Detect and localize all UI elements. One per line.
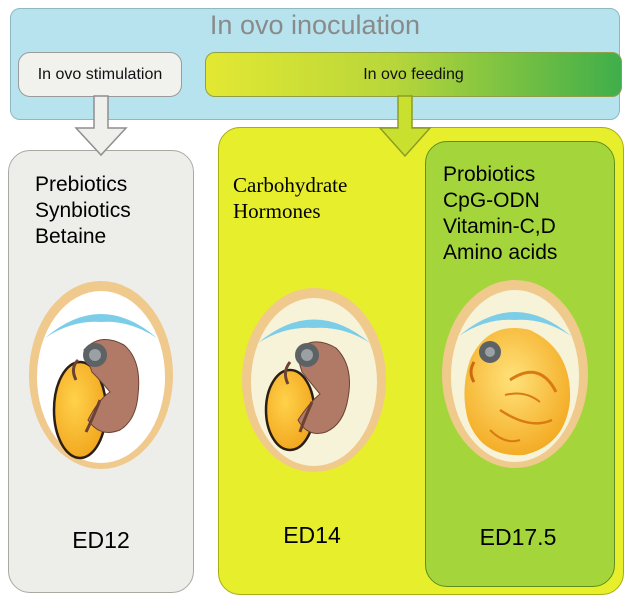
egg-ed17-5-illustration [442, 280, 588, 468]
ed14-item: Carbohydrate [233, 173, 348, 197]
stage-label-ed12: ED12 [72, 527, 130, 553]
ed14-ingredient-list: Carbohydrate Hormones [233, 172, 347, 224]
ed12-ingredient-list: Prebiotics Synbiotics Betaine [35, 172, 131, 250]
arrow-to-ed14 [378, 95, 432, 158]
stage-label-ed17-5: ED17.5 [479, 524, 557, 550]
egg-ed12-illustration [29, 281, 173, 469]
banner-title: In ovo inoculation [209, 10, 421, 40]
ed17-5-item: Amino acids [443, 241, 558, 264]
egg-ed14-illustration [242, 288, 386, 472]
feeding-label: In ovo feeding [363, 65, 464, 83]
ed14-item: Hormones [233, 199, 321, 223]
stimulation-label: In ovo stimulation [37, 65, 163, 83]
ed17-5-item: Probiotics [443, 163, 536, 186]
ed17-5-ingredient-list: Probiotics CpG-ODN Vitamin-C,D Amino aci… [443, 162, 557, 266]
ed12-item: Betaine [35, 225, 107, 248]
ed12-item: Prebiotics [35, 173, 128, 196]
arrow-to-ed12 [74, 95, 128, 157]
feeding-label-box: In ovo feeding [205, 52, 622, 97]
ed12-item: Synbiotics [35, 199, 131, 222]
stage-label-ed14: ED14 [283, 522, 341, 548]
ed17-5-item: CpG-ODN [443, 189, 540, 212]
ed17-5-item: Vitamin-C,D [443, 215, 556, 238]
